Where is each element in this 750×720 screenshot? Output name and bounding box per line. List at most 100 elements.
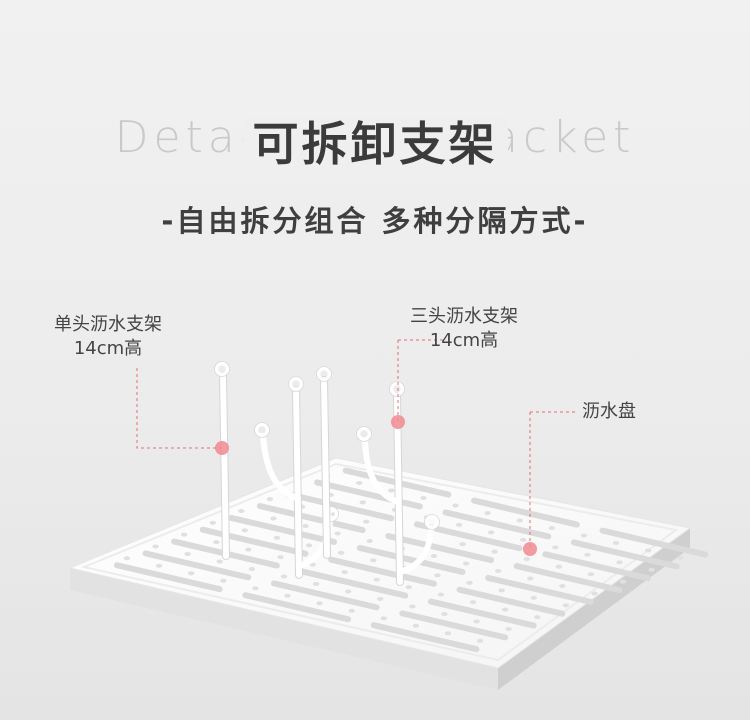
label-tray: 沥水盘 — [582, 400, 636, 424]
tray-hole — [273, 535, 281, 540]
tray-hole — [559, 583, 566, 588]
label-tray-name: 沥水盘 — [582, 401, 636, 422]
tray-hole — [412, 623, 420, 628]
tray-hole — [591, 591, 598, 596]
tray-hole — [548, 526, 556, 531]
tray-slots — [113, 467, 709, 653]
tray-hole — [280, 574, 288, 579]
tray-slot — [142, 550, 252, 581]
single-rack-ring — [214, 361, 230, 377]
tray-hole — [612, 541, 620, 546]
tray-hole — [245, 547, 252, 552]
label-single-rack-height: 14cm高 — [73, 338, 143, 359]
label-triple-rack-name: 三头沥水支架 — [410, 306, 518, 327]
triple-rack-right-ring — [389, 381, 405, 397]
tray-slot — [599, 527, 709, 558]
triple-rack-right-ring-outline — [389, 381, 405, 397]
tray-hole — [405, 585, 413, 590]
tray-hole — [123, 556, 131, 561]
tray-slot — [270, 580, 380, 611]
tray-slot — [471, 497, 580, 528]
tray-slot — [570, 539, 680, 570]
tray-slot — [442, 509, 552, 540]
tray-hole — [473, 619, 480, 624]
tray-hole — [616, 560, 623, 565]
tray-slot — [356, 544, 466, 575]
tray-hole — [444, 631, 452, 636]
tray-hole — [498, 588, 505, 593]
tray-hole — [337, 550, 345, 555]
tray-hole — [580, 533, 588, 538]
tray-hole — [584, 552, 591, 557]
triple-rack-right-arm-b-ring — [424, 514, 440, 530]
tray-side-front — [70, 568, 498, 690]
tray-slot — [228, 514, 338, 545]
marker-triple-rack — [391, 415, 405, 429]
tray-hole — [648, 567, 655, 572]
page-title: 可拆卸支架 — [0, 108, 750, 174]
tray-hole — [216, 559, 223, 564]
tray-slot — [285, 491, 395, 522]
tray-slot — [513, 563, 623, 594]
triple-rack-left-ring — [288, 376, 304, 392]
tray-hole — [523, 557, 530, 562]
tray-slot — [456, 586, 566, 617]
tray-slot — [256, 503, 366, 534]
tray-hole — [462, 561, 470, 566]
tray-hole — [363, 519, 370, 524]
triple-rack-left-post — [293, 387, 302, 578]
middle-rack-ring-outline — [316, 366, 332, 382]
tray-hole — [491, 549, 498, 554]
triple-rack-left-arm-a-ring — [254, 422, 270, 438]
tray-slot — [485, 574, 594, 605]
tray-hole — [248, 566, 256, 571]
tray-hole — [527, 576, 534, 581]
triple-rack-right-arm-a-ring-outline — [356, 426, 372, 442]
tray-hole — [587, 572, 595, 577]
tray-hole — [370, 558, 377, 563]
marker-tray — [523, 542, 537, 556]
tray-hole — [409, 604, 416, 609]
tray-hole — [430, 553, 438, 558]
tray-hole — [644, 548, 652, 553]
tray-hole — [184, 551, 191, 556]
tray-hole — [466, 580, 473, 585]
tray-rim-inner — [80, 462, 679, 662]
triple-rack-left-arm-a — [260, 433, 300, 501]
triple-rack-right-arm-a — [362, 437, 401, 505]
tray-hole — [359, 500, 366, 505]
tray-hole — [469, 600, 477, 605]
middle-rack-post — [321, 377, 330, 558]
tray-hole — [341, 570, 348, 575]
tray-hole — [305, 543, 313, 548]
tray-slot — [385, 533, 495, 564]
tray-hole — [552, 545, 559, 550]
page-title-text: 可拆卸支架 — [242, 117, 508, 171]
tray-slot — [542, 551, 652, 582]
triple-rack-left-arm-a-ring-outline — [254, 422, 270, 438]
tray-hole — [505, 626, 512, 631]
tray-hole — [501, 607, 509, 612]
label-single-rack-name: 单头沥水支架 — [54, 314, 162, 335]
triple-rack-right-arm-b — [397, 525, 434, 575]
single-rack-post — [220, 373, 229, 559]
tray-hole — [455, 522, 463, 527]
tray-hole — [377, 596, 384, 601]
tray-slot — [399, 610, 509, 641]
tray-slot — [314, 479, 423, 510]
tray-hole — [302, 523, 309, 528]
leader-lines — [136, 339, 575, 549]
tray-hole — [373, 577, 380, 582]
tray-slot — [328, 556, 437, 587]
tray-hole — [434, 573, 441, 578]
marker-single-rack — [215, 441, 229, 455]
tray-slot — [427, 598, 537, 629]
tray-hole — [312, 581, 320, 586]
tray-hole — [277, 555, 284, 560]
tray-hole — [484, 511, 491, 516]
label-single-rack: 单头沥水支架 14cm高 — [54, 313, 162, 361]
tray-hole — [420, 496, 427, 501]
page-subtitle: -自由拆分组合 多种分隔方式- — [161, 204, 589, 238]
tray-hole — [494, 568, 502, 573]
tray-hole — [220, 578, 227, 583]
